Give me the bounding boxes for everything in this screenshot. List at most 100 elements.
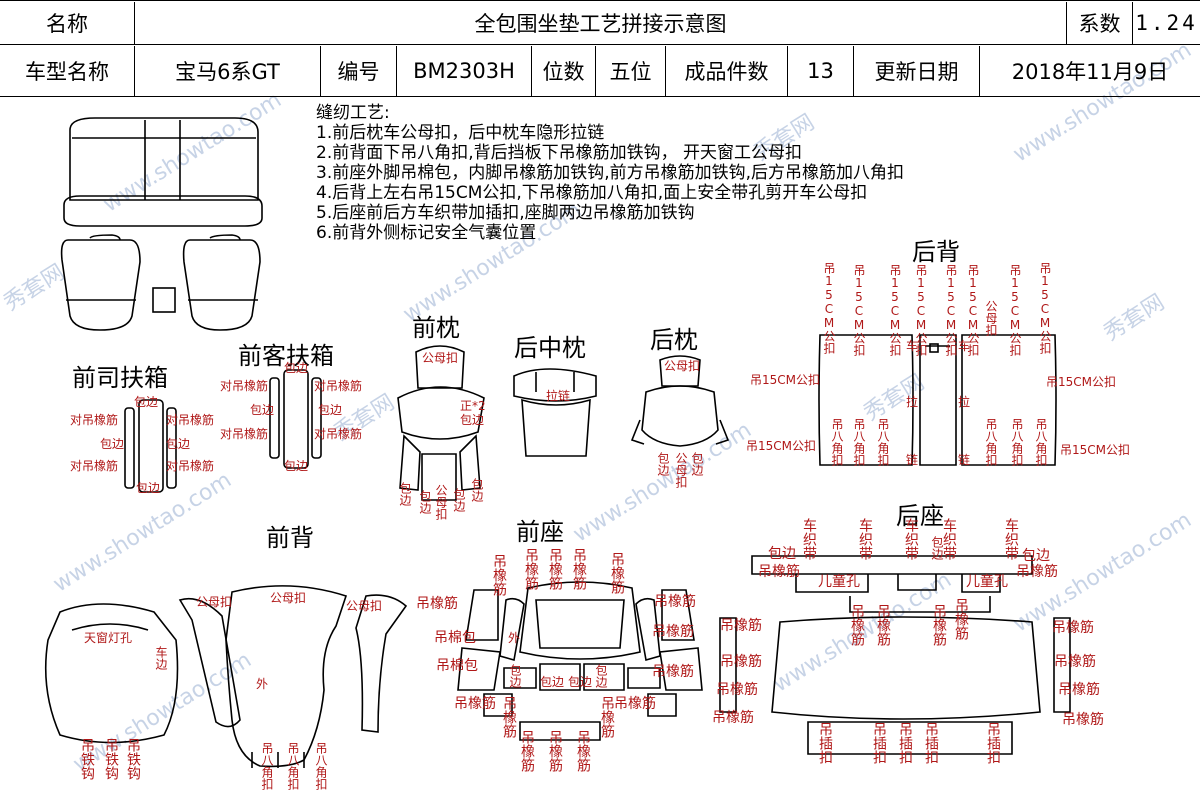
stitch-label: 吊八角扣 <box>286 742 300 790</box>
stitch-label: 吊15CM公扣 <box>852 264 866 356</box>
date-label: 更新日期 <box>854 46 980 96</box>
stitch-label: 吊15CM公扣 <box>1046 375 1117 389</box>
code-label: 编号 <box>321 46 397 96</box>
stitch-label: 吊15CM公扣 <box>750 373 821 387</box>
front-seat-title: 前座 <box>516 518 564 546</box>
stitch-label: 包边 <box>470 478 484 502</box>
stitch-label: 吊橡筋 <box>454 696 496 712</box>
stitch-label: 车织带 <box>857 518 873 560</box>
stitch-label: 对吊橡筋 <box>70 459 119 473</box>
front-driver-armrest-title: 前司扶箱 <box>72 364 168 392</box>
stitch-label: 拉链 <box>546 389 571 403</box>
stitch-label: 包边 <box>166 437 191 451</box>
stitch-label: 吊橡筋 <box>416 596 458 612</box>
stitch-label: 吊八角扣 <box>1010 418 1024 466</box>
stitch-label: 车 <box>906 339 919 353</box>
stitch-label: 吊橡筋 <box>849 604 865 646</box>
model-value: 宝马6系GT <box>135 46 321 96</box>
stitch-label: 包边 <box>930 536 944 560</box>
stitch-label: 对吊橡筋 <box>220 379 269 393</box>
stitch-label: 吊15CM公扣 <box>966 264 980 356</box>
stitch-label: 吊橡筋 <box>720 654 762 670</box>
stitch-label: 吊15CM公扣 <box>914 264 928 356</box>
stitch-label: 吊橡筋 <box>712 710 754 726</box>
rear-back-drawing <box>818 334 1057 466</box>
stitch-label: 吊橡筋 <box>720 618 762 634</box>
seats-value: 五位 <box>596 46 666 96</box>
front-pillow-drawing <box>397 345 485 501</box>
stitch-label: 公母扣 <box>434 484 448 520</box>
name-label: 名称 <box>0 2 135 44</box>
stitch-label: 对吊橡筋 <box>70 413 119 427</box>
coefficient-label: 系数 <box>1067 2 1133 44</box>
stitch-label: 吊八角扣 <box>314 742 328 790</box>
stitch-label: 公母扣 <box>422 351 459 365</box>
stitch-label: 吊橡筋 <box>575 730 591 772</box>
stitch-label: 吊15CM公扣 <box>746 439 817 453</box>
stitch-label: 吊插扣 <box>985 722 1001 764</box>
stitch-label: 吊橡筋 <box>491 554 507 596</box>
stitch-label: 吊八角扣 <box>1034 418 1048 466</box>
pieces-label: 成品件数 <box>666 46 788 96</box>
process-step: 3.前座外脚吊棉包，内脚吊橡筋加铁钩,前方吊橡筋加铁钩,后方吊橡筋加八角扣 <box>316 163 905 183</box>
stitch-label: 包边 <box>136 481 161 495</box>
stitch-label: 吊八角扣 <box>876 418 890 466</box>
front-pillow-title: 前枕 <box>412 314 460 342</box>
stitch-label: 包边 <box>452 488 466 512</box>
stitch-label: 链 <box>906 453 919 467</box>
document-title: 全包围坐垫工艺拼接示意图 <box>135 2 1067 44</box>
stitch-label: 吊插扣 <box>871 722 887 764</box>
stitch-label: 拉 <box>906 395 919 409</box>
stitch-label: 吊橡筋 <box>1054 654 1096 670</box>
stitch-label: 吊铁钩 <box>103 738 119 780</box>
stitch-label: 吊15CM公扣 <box>1060 443 1131 457</box>
stitch-label: 吊橡筋 <box>519 730 535 772</box>
stitch-label: 吊八角扣 <box>984 418 998 466</box>
stitch-label: 车织带 <box>801 518 817 560</box>
front-driver-armrest-drawing <box>124 399 177 493</box>
stitch-label: 拉 <box>958 395 971 409</box>
stitch-label: 吊橡筋 <box>652 624 694 640</box>
process-notes: 缝纫工艺: 1.前后枕车公母扣，后中枕车隐形拉链 2.前背面下吊八角扣,背后挡板… <box>316 103 904 243</box>
stitch-label: 吊橡筋 <box>716 682 758 698</box>
stitch-label: 车织带 <box>1003 518 1019 560</box>
stitch-label: 车织带 <box>941 518 957 560</box>
rear-seat-title: 后座 <box>896 502 944 530</box>
coefficient-value: 1.24 <box>1135 11 1198 35</box>
process-step: 4.后背上左右吊15CM公扣,下吊橡筋加八角扣,面上安全带孔剪开车公母扣 <box>316 183 868 203</box>
stitch-label: 公母扣 <box>346 599 383 613</box>
pieces-value: 13 <box>788 46 854 96</box>
rear-pillow-drawing <box>630 355 730 447</box>
stitch-label: 车织带 <box>903 518 919 560</box>
stitch-label: 包边 <box>284 361 309 375</box>
stitch-label: 包边 <box>398 482 412 506</box>
rear-seat-drawing <box>719 555 1071 755</box>
stitch-label: 包边 <box>418 490 432 514</box>
stitch-label: 吊橡筋 <box>547 548 563 590</box>
stitch-label: 车边 <box>154 646 168 670</box>
process-step: 6.前背外侧标记安全气囊位置 <box>316 223 537 243</box>
stitch-label: 吊铁钩 <box>125 738 141 780</box>
code-value: BM2303H <box>397 46 532 96</box>
stitch-label: 包边 <box>284 459 309 473</box>
stitch-label: 儿童孔 <box>966 574 1008 590</box>
stitch-label: 包边 <box>568 675 593 689</box>
stitch-label: 吊橡筋 <box>523 548 539 590</box>
stitch-label: 吊15CM公扣 <box>888 264 902 356</box>
stitch-label: 对吊橡筋 <box>166 459 215 473</box>
stitch-label: 吊15CM公扣 <box>1008 264 1022 356</box>
stitch-label: 包边 <box>690 452 704 476</box>
stitch-label: 吊铁钩 <box>79 738 95 780</box>
front-back-title: 前背 <box>266 524 314 552</box>
stitch-label: 吊橡筋 <box>1052 620 1094 636</box>
stitch-label: 吊15CM公扣 <box>944 264 958 356</box>
stitch-label: 吊橡筋 <box>571 548 587 590</box>
stitch-label: 公母扣 <box>984 300 998 336</box>
stitch-label: 吊插扣 <box>923 722 939 764</box>
front-passenger-armrest-title: 前客扶箱 <box>238 342 334 370</box>
stitch-label: 包边 <box>508 664 522 688</box>
stitch-label: 包边 <box>768 546 796 562</box>
stitch-label: 链 <box>958 453 971 467</box>
